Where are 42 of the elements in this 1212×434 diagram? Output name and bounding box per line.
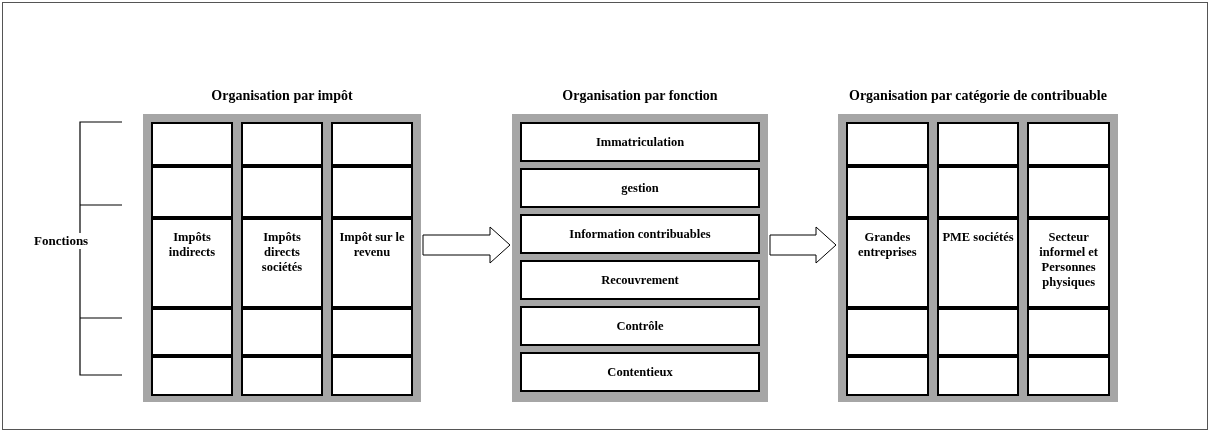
empty-cell: [151, 356, 233, 396]
empty-cell: [1027, 122, 1110, 166]
empty-cell: [1027, 308, 1110, 356]
empty-cell: [151, 166, 233, 218]
empty-cell: [241, 308, 323, 356]
table-cell: PME sociétés: [936, 218, 1020, 308]
table-cell: Impôt sur le revenu: [331, 218, 413, 308]
empty-cell: [241, 356, 323, 396]
empty-cell: [846, 122, 929, 166]
function-row: Recouvrement: [520, 260, 760, 300]
panel-heading: Organisation par catégorie de contribuable: [848, 88, 1108, 104]
function-row: gestion: [520, 168, 760, 208]
empty-cell: [1027, 356, 1110, 396]
empty-cell: [936, 308, 1020, 356]
function-row: Information contribuables: [520, 214, 760, 254]
empty-cell: [1027, 166, 1110, 218]
empty-cell: [241, 166, 323, 218]
function-row: Contentieux: [520, 352, 760, 392]
table-cell: Grandes entreprises: [846, 218, 929, 308]
table-cell: Impôts indirects: [151, 218, 233, 308]
block-arrow: [422, 226, 511, 264]
empty-cell: [151, 308, 233, 356]
empty-cell: [331, 122, 413, 166]
empty-cell: [936, 166, 1020, 218]
empty-cell: [331, 166, 413, 218]
panel-heading: Organisation par impôt: [210, 88, 354, 104]
empty-cell: [936, 356, 1020, 396]
empty-cell: [846, 308, 929, 356]
empty-cell: [936, 122, 1020, 166]
table-cell: Impôts directs sociétés: [241, 218, 323, 308]
empty-cell: [331, 308, 413, 356]
block-arrow: [769, 226, 837, 264]
empty-cell: [846, 166, 929, 218]
panel-heading: Organisation par fonction: [561, 88, 719, 104]
empty-cell: [331, 356, 413, 396]
empty-cell: [846, 356, 929, 396]
table-cell: Secteur informel et Personnes physiques: [1027, 218, 1110, 308]
empty-cell: [241, 122, 323, 166]
function-row: Contrôle: [520, 306, 760, 346]
function-row: Immatriculation: [520, 122, 760, 162]
empty-cell: [151, 122, 233, 166]
bracket-label: Fonctions: [34, 233, 89, 249]
